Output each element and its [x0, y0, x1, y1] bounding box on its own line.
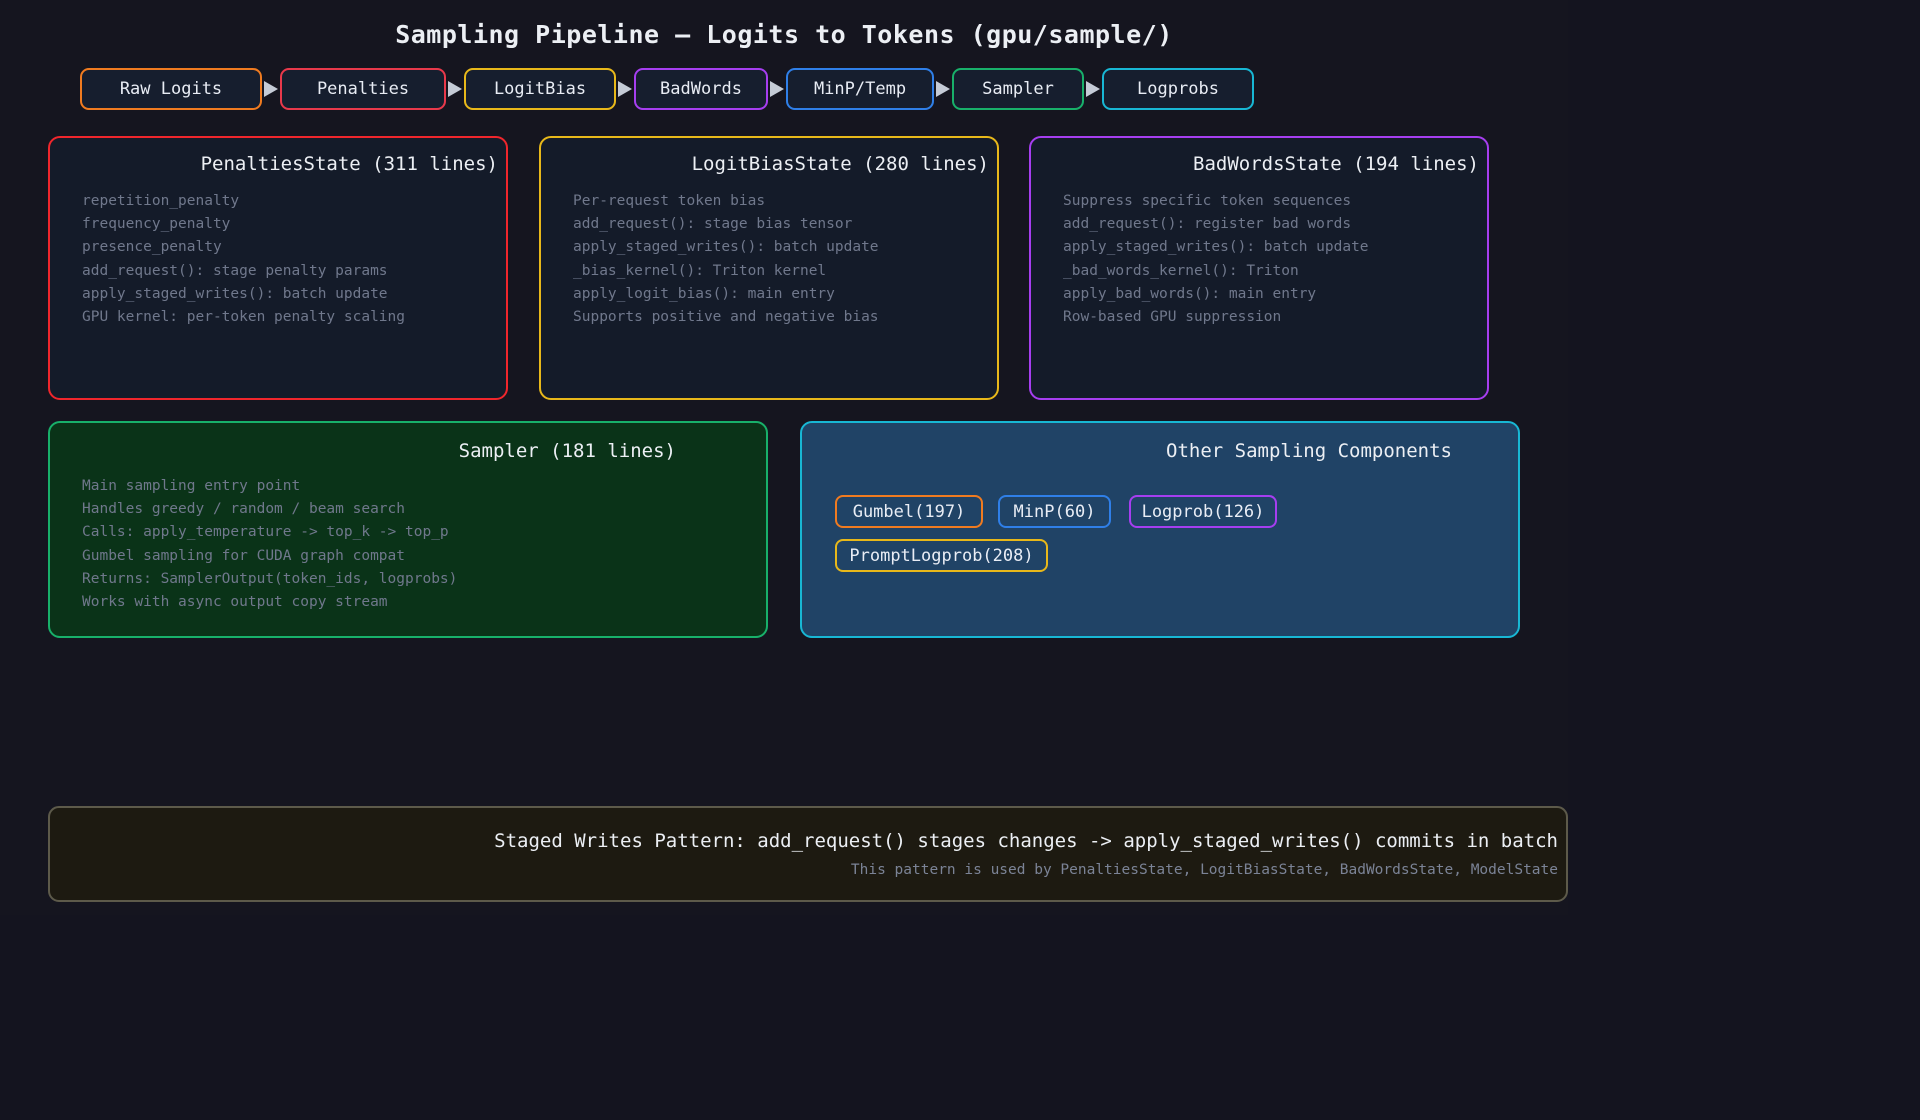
state-panel-title: PenaltiesState (311 lines)	[200, 153, 498, 175]
pipeline-arrow-icon	[770, 81, 784, 97]
state-panel-line: apply_staged_writes(): batch update	[1063, 239, 1369, 256]
pipeline-stage-label: BadWords	[660, 79, 742, 99]
state-panel-line: apply_bad_words(): main entry	[1063, 285, 1317, 302]
state-panel-badwordsstate[interactable]: Suppress specific token sequences add_req…	[1029, 136, 1489, 400]
state-panel-line: frequency_penalty	[82, 216, 231, 233]
sampler-panel-line: Handles greedy / random / beam search	[82, 501, 406, 518]
pipeline-stage-label: Logprobs	[1137, 79, 1219, 99]
component-chip-promptlogprob[interactable]: PromptLogprob(208)	[835, 539, 1048, 572]
state-panel-line: Row-based GPU suppression	[1063, 309, 1282, 326]
pipeline-stage-raw-logits[interactable]: Raw Logits	[80, 68, 262, 110]
state-panel-line: add_request(): stage bias tensor	[573, 216, 853, 233]
pipeline-stage-logitbias[interactable]: LogitBias	[464, 68, 616, 110]
component-chip-label: Gumbel(197)	[852, 501, 966, 522]
pipeline-arrow-icon	[618, 81, 632, 97]
state-panel-line: GPU kernel: per-token penalty scaling	[82, 309, 406, 326]
state-panel-line: apply_logit_bias(): main entry	[573, 285, 835, 302]
pipeline-stage-penalties[interactable]: Penalties	[280, 68, 446, 110]
footer-note-panel: Staged Writes Pattern: add_request() sta…	[48, 806, 1568, 902]
sampler-panel-line: Calls: apply_temperature -> top_k -> top…	[82, 524, 449, 541]
pipeline-stage-label: LogitBias	[493, 79, 587, 99]
footer-subtext: This pattern is used by PenaltiesState, …	[850, 862, 1558, 878]
state-panel-title: BadWordsState (194 lines)	[1193, 153, 1479, 175]
sampler-panel-line: Main sampling entry point	[82, 478, 301, 494]
component-chip-minp[interactable]: MinP(60)	[998, 495, 1111, 528]
state-panel-line: Supports positive and negative bias	[573, 309, 879, 326]
page-title: Sampling Pipeline — Logits to Tokens (gp…	[395, 20, 1173, 49]
pipeline-arrow-icon	[264, 81, 278, 97]
state-panel-body: Suppress specific token sequences add_req…	[1063, 190, 1369, 329]
pipeline-stage-minp-temp[interactable]: MinP/Temp	[786, 68, 934, 110]
state-panel-line: repetition_penalty	[82, 193, 240, 209]
pipeline-stage-sampler[interactable]: Sampler	[952, 68, 1084, 110]
state-panel-title: LogitBiasState (280 lines)	[691, 153, 989, 175]
sampler-panel-line: Works with async output copy stream	[82, 594, 388, 611]
component-chip-gumbel[interactable]: Gumbel(197)	[835, 495, 983, 528]
state-panel-line: apply_staged_writes(): batch update	[82, 285, 388, 302]
component-chip-label: MinP(60)	[1013, 501, 1096, 522]
state-panel-line: Per-request token bias	[573, 193, 766, 209]
footer-headline: Staged Writes Pattern: add_request() sta…	[494, 830, 1558, 852]
state-panel-logitbiasstate[interactable]: Per-request token bias add_request(): sta…	[539, 136, 999, 400]
state-panel-line: presence_penalty	[82, 239, 222, 256]
pipeline-stage-badwords[interactable]: BadWords	[634, 68, 768, 110]
state-panel-line: _bad_words_kernel(): Triton	[1063, 262, 1299, 279]
pipeline-arrow-icon	[1086, 81, 1100, 97]
state-panel-line: add_request(): stage penalty params	[82, 262, 388, 279]
pipeline-stage-label: MinP/Temp	[813, 79, 907, 99]
state-panel-line: Suppress specific token sequences	[1063, 193, 1352, 209]
state-panel-line: apply_staged_writes(): batch update	[573, 239, 879, 256]
state-panel-line: _bias_kernel(): Triton kernel	[573, 262, 827, 279]
diagram-canvas: Sampling Pipeline — Logits to Tokens (gp…	[48, 20, 1568, 902]
component-chip-label: Logprob(126)	[1141, 501, 1265, 522]
sampler-panel-line: Returns: SamplerOutput(token_ids, logpro…	[82, 570, 458, 587]
pipeline-stage-label: Sampler	[982, 79, 1054, 99]
sampler-panel-line: Gumbel sampling for CUDA graph compat	[82, 547, 406, 564]
pipeline-stage-label: Raw Logits	[119, 79, 223, 99]
other-components-title: Other Sampling Components	[1166, 440, 1452, 462]
pipeline-stage-logprobs[interactable]: Logprobs	[1102, 68, 1254, 110]
state-panel-line: add_request(): register bad words	[1063, 216, 1352, 233]
pipeline-stage-label: Penalties	[316, 79, 410, 99]
component-chip-logprob[interactable]: Logprob(126)	[1129, 495, 1277, 528]
pipeline-arrow-icon	[936, 81, 950, 97]
sampler-panel[interactable]: Sampler (181 lines)Main sampling entry p…	[48, 421, 768, 638]
component-chip-label: PromptLogprob(208)	[849, 545, 1034, 566]
pipeline-arrow-icon	[448, 81, 462, 97]
sampler-panel-title: Sampler (181 lines)	[458, 440, 676, 462]
state-panel-body: Per-request token bias add_request(): sta…	[573, 190, 879, 329]
